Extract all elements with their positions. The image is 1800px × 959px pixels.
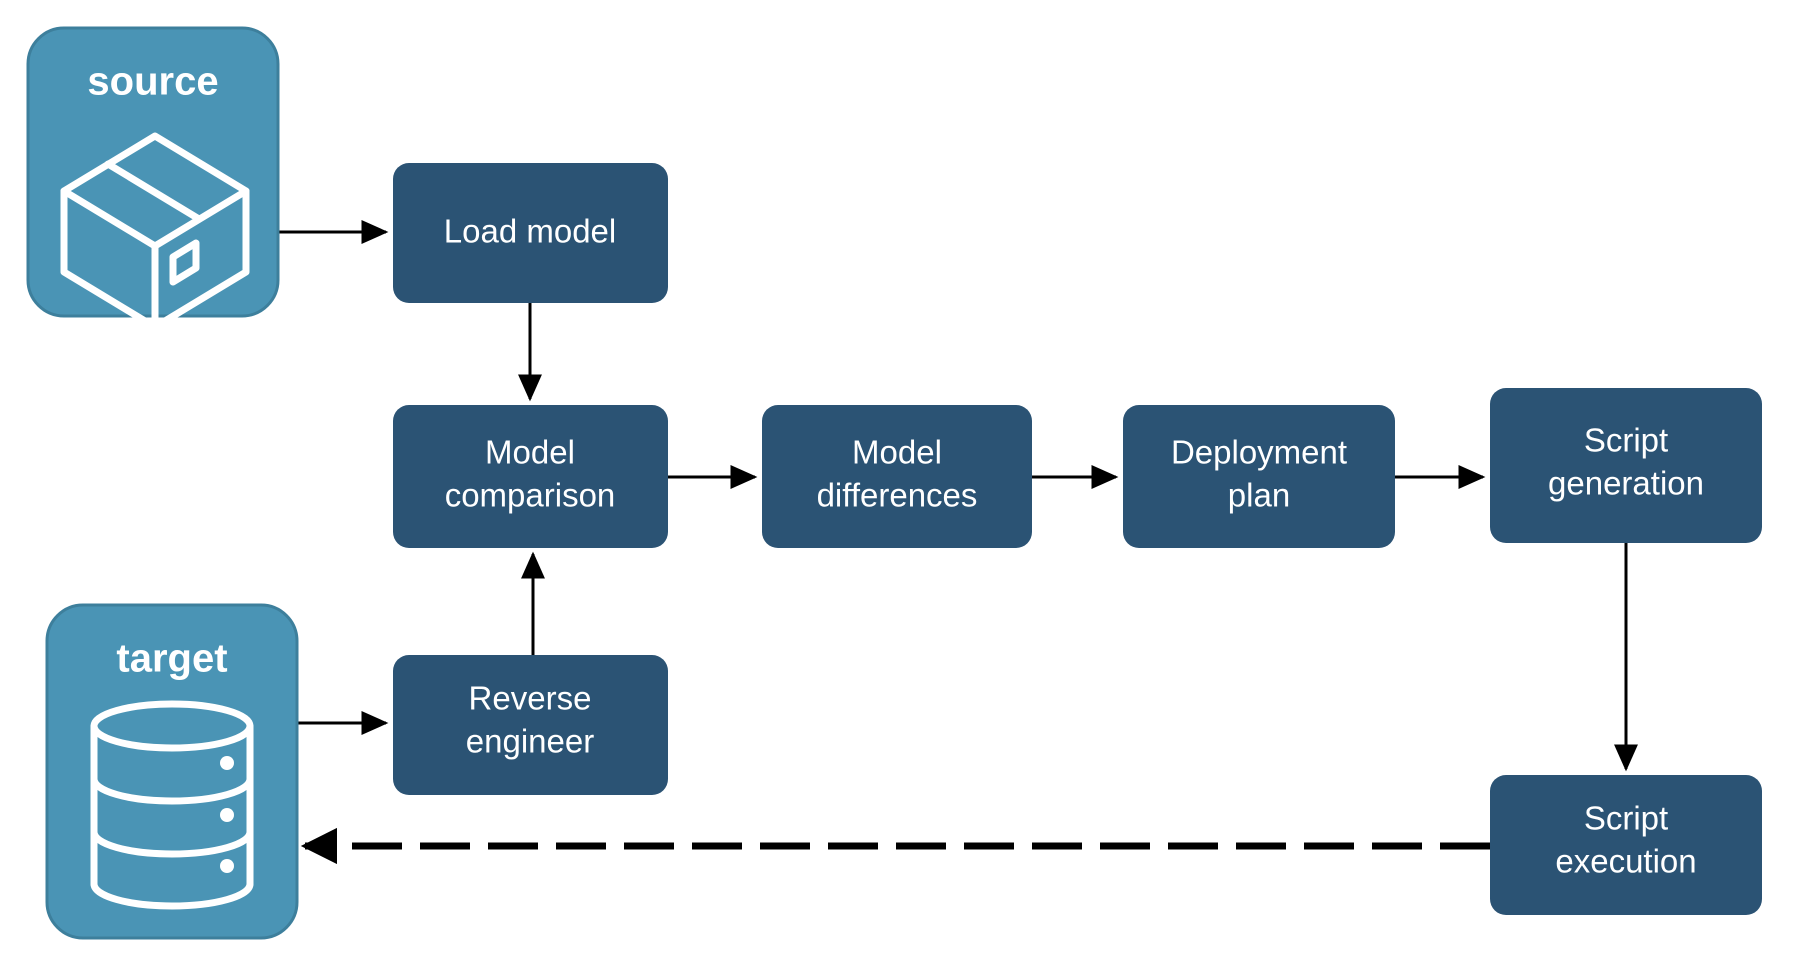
process-script-generation[interactable]: Script generation [1490, 388, 1762, 543]
script-generation-label-line1: Script [1584, 422, 1668, 459]
database-cylinder-icon [90, 700, 254, 910]
database-indicator-dot-1 [220, 756, 234, 770]
reverse-engineer-label-line1: Reverse [469, 680, 592, 717]
endpoint-target[interactable]: target [45, 603, 299, 940]
load-model-label: Load model [444, 213, 616, 250]
process-script-execution[interactable]: Script execution [1490, 775, 1762, 915]
load-model-box-shape [393, 163, 668, 303]
script-execution-label-line2: execution [1555, 843, 1696, 880]
model-comparison-label-line1: Model [485, 434, 575, 471]
model-comparison-label-line2: comparison [445, 477, 616, 514]
target-box-shape [45, 603, 299, 940]
process-reverse-engineer[interactable]: Reverse engineer [393, 655, 668, 795]
database-indicator-dot-3 [220, 859, 234, 873]
script-generation-box-shape [1490, 388, 1762, 543]
process-model-differences[interactable]: Model differences [762, 405, 1032, 548]
deployment-plan-label-line2: plan [1228, 477, 1290, 514]
reverse-engineer-box-shape [393, 655, 668, 795]
process-deployment-plan[interactable]: Deployment plan [1123, 405, 1395, 548]
process-model-comparison[interactable]: Model comparison [393, 405, 668, 548]
package-box-icon [60, 132, 250, 331]
deployment-plan-label-line1: Deployment [1171, 434, 1347, 471]
process-load-model[interactable]: Load model [393, 163, 668, 303]
model-comparison-box-shape [393, 405, 668, 548]
script-execution-label-line1: Script [1584, 800, 1668, 837]
model-differences-box-shape [762, 405, 1032, 548]
reverse-engineer-label-line2: engineer [466, 723, 594, 760]
script-generation-label-line2: generation [1548, 465, 1704, 502]
source-label: source [87, 60, 218, 104]
edge-layer [278, 220, 1638, 865]
deployment-plan-box-shape [1123, 405, 1395, 548]
script-execution-box-shape [1490, 775, 1762, 915]
target-label: target [116, 637, 227, 681]
model-differences-label-line2: differences [817, 477, 978, 514]
database-indicator-dot-2 [220, 808, 234, 822]
endpoint-source[interactable]: source [26, 26, 280, 331]
model-differences-label-line1: Model [852, 434, 942, 471]
